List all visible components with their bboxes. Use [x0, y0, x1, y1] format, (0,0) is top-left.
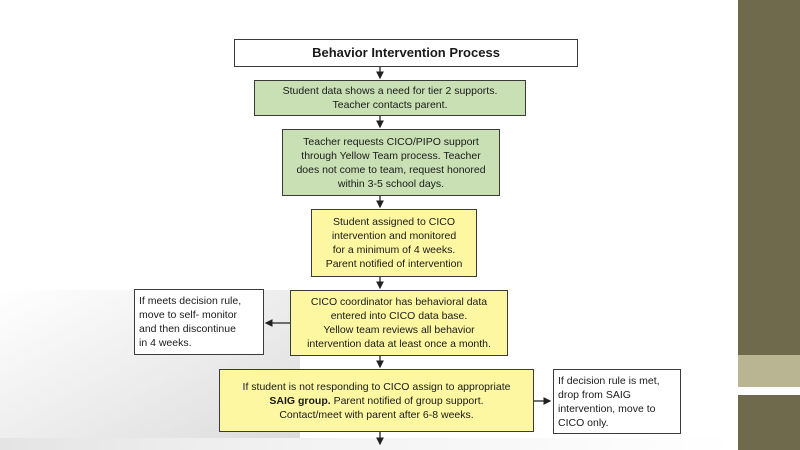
left-note-box: If meets decision rule, move to self- mo… [134, 289, 264, 355]
step-5-rest: Parent notified of group support. Contac… [279, 394, 484, 421]
right-note-box: If decision rule is met, drop from SAIG … [553, 369, 681, 434]
step-5-bold: SAIG group. [269, 394, 331, 407]
step-2-box: Teacher requests CICO/PIPO support throu… [282, 129, 500, 196]
sidebar-accent-band [738, 355, 800, 387]
step-3-text: Student assigned to CICO intervention an… [325, 216, 463, 270]
step-5-line1: If student is not responding to CICO ass… [242, 380, 511, 393]
title-text: Behavior Intervention Process [312, 45, 500, 60]
step-5-box: If student is not responding to CICO ass… [219, 369, 534, 432]
right-note-text: If decision rule is met, drop from SAIG … [558, 374, 660, 429]
bottom-gradient [0, 438, 738, 450]
step-5-text: If student is not responding to CICO ass… [243, 380, 511, 422]
step-3-box: Student assigned to CICO intervention an… [311, 209, 477, 277]
sidebar-white-band [738, 387, 800, 395]
decorative-sidebar [738, 0, 800, 450]
step-1-box: Student data shows a need for tier 2 sup… [254, 80, 526, 116]
step-2-text: Teacher requests CICO/PIPO support throu… [296, 135, 486, 190]
left-note-text: If meets decision rule, move to self- mo… [139, 295, 242, 349]
step-4-box: CICO coordinator has behavioral data ent… [290, 290, 508, 356]
diagram-title: Behavior Intervention Process [234, 39, 578, 67]
step-1-text: Student data shows a need for tier 2 sup… [282, 85, 498, 111]
step-4-text: CICO coordinator has behavioral data ent… [307, 296, 491, 350]
